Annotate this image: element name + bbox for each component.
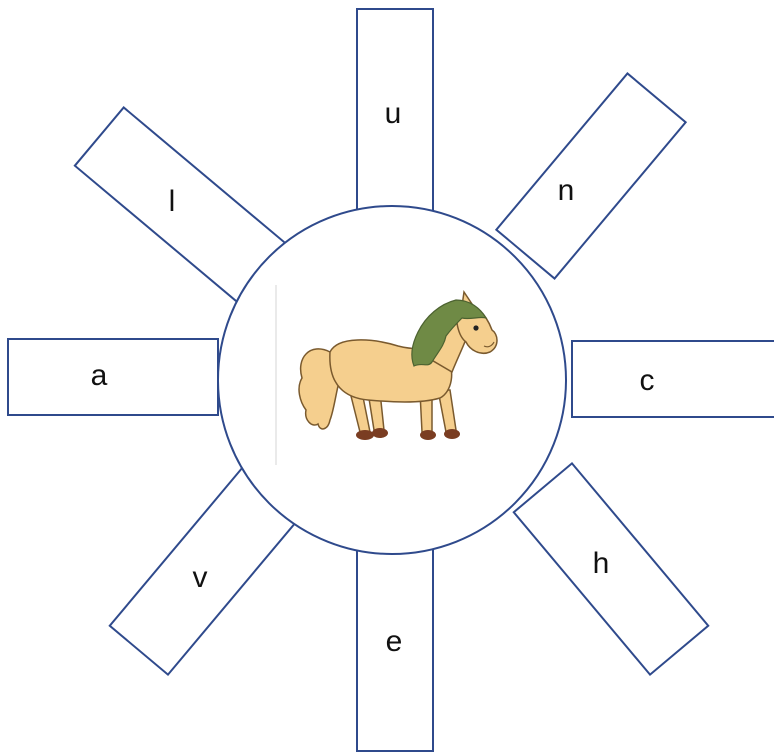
ray-lower-right: h <box>514 463 708 674</box>
ray-bottom: e <box>357 547 433 751</box>
ray-box-upper-right <box>496 73 685 278</box>
ray-box-left <box>8 339 218 415</box>
horse-eye <box>473 325 478 330</box>
ray-letter-top: u <box>385 97 402 130</box>
ray-left: a <box>8 339 218 415</box>
horse-hoof-3 <box>420 430 436 440</box>
horse-hoof-4 <box>444 429 460 439</box>
ray-box-lower-right <box>514 463 708 674</box>
ray-right: c <box>572 341 774 417</box>
ray-letter-lower-left: v <box>193 561 208 594</box>
ray-letter-upper-right: n <box>558 174 575 207</box>
ray-upper-right: n <box>496 73 685 278</box>
ray-letter-left: a <box>91 359 108 392</box>
horse-hoof-1 <box>356 430 374 440</box>
ray-letter-upper-left: l <box>169 185 176 218</box>
horse-hoof-2 <box>372 428 388 438</box>
ray-letter-bottom: e <box>386 625 403 658</box>
ray-box-right <box>572 341 774 417</box>
ray-letter-lower-right: h <box>593 547 610 580</box>
ray-letter-right: c <box>640 364 655 397</box>
ray-top: u <box>357 9 433 215</box>
